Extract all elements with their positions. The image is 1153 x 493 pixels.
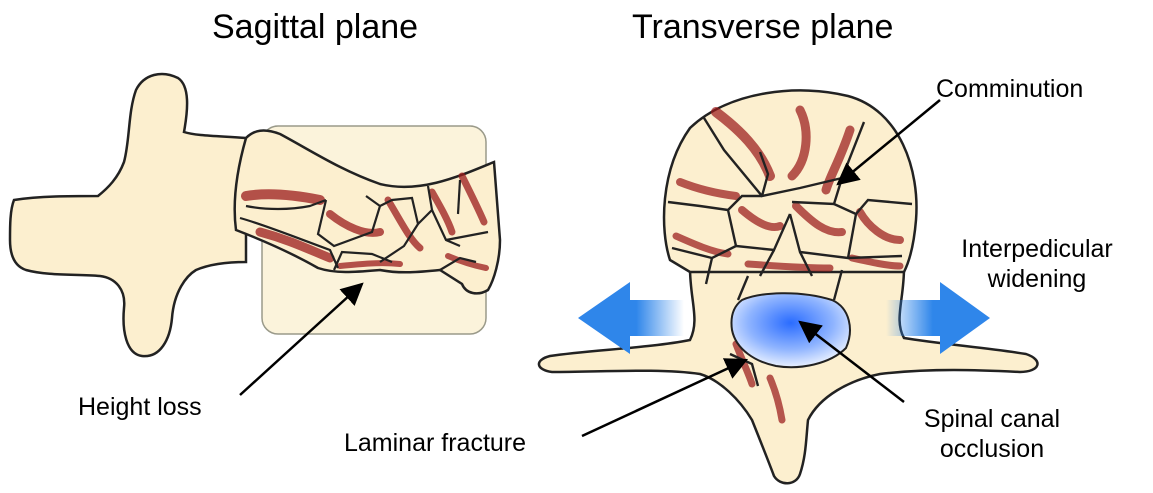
comminution-label: Comminution bbox=[936, 74, 1083, 104]
sagittal-plane-title: Sagittal plane bbox=[212, 8, 418, 47]
spinal-canal bbox=[731, 293, 849, 367]
interpedicular-line-2: widening bbox=[930, 264, 1144, 294]
interpedicular-widening-label: Interpedicular widening bbox=[930, 234, 1144, 294]
laminar-fracture-label: Laminar fracture bbox=[344, 428, 526, 458]
transverse-plane-title: Transverse plane bbox=[632, 8, 893, 47]
posterior-elements bbox=[10, 74, 246, 356]
spinal-canal-line-1: Spinal canal bbox=[892, 404, 1092, 434]
height-loss-label: Height loss bbox=[78, 392, 202, 422]
interpedicular-line-1: Interpedicular bbox=[930, 234, 1144, 264]
spinal-canal-occlusion-label: Spinal canal occlusion bbox=[892, 404, 1092, 464]
spinal-canal-line-2: occlusion bbox=[892, 434, 1092, 464]
sagittal-view bbox=[10, 74, 500, 356]
